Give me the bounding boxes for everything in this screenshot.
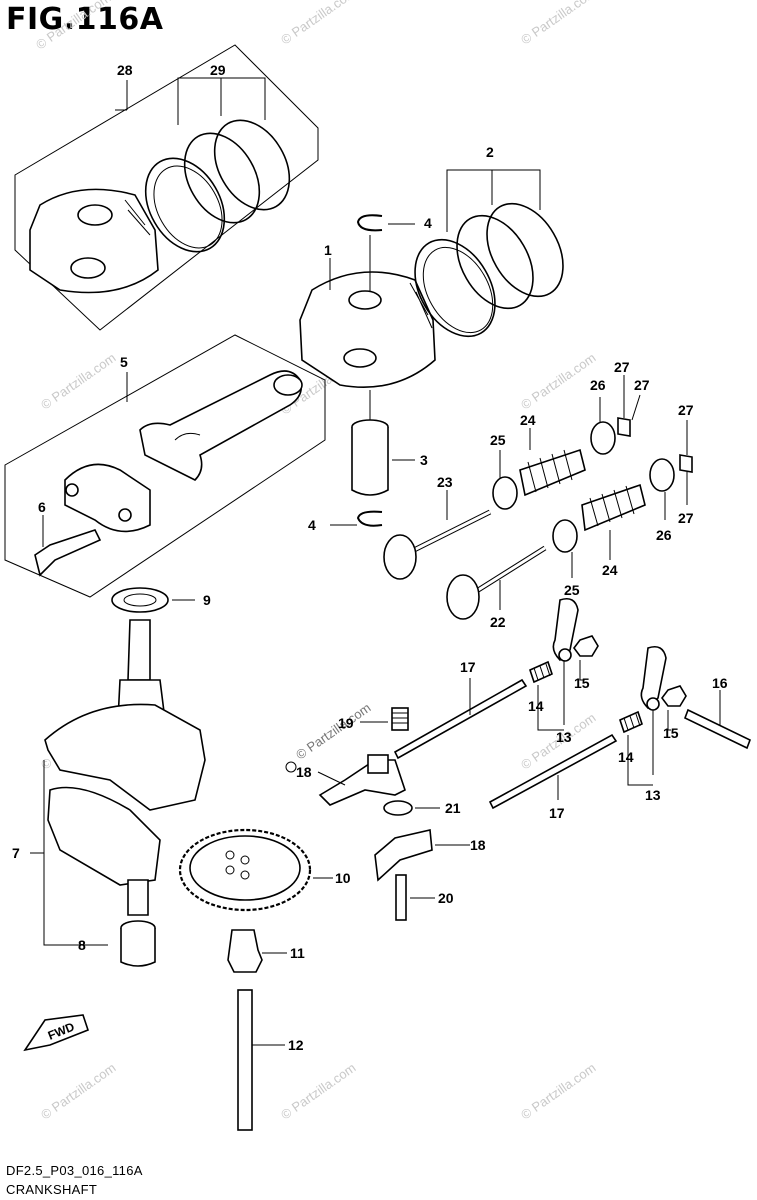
valve-spring-seat-lower: [552, 519, 578, 578]
svg-text:20: 20: [438, 890, 454, 906]
svg-text:1: 1: [324, 242, 332, 258]
svg-text:© Partzilla.com: © Partzilla.com: [518, 0, 598, 47]
svg-text:26: 26: [590, 377, 606, 393]
svg-text:27: 27: [614, 359, 630, 375]
svg-text:18: 18: [296, 764, 312, 780]
lifter-shaft: [395, 874, 435, 921]
svg-text:4: 4: [308, 517, 316, 533]
svg-text:18: 18: [470, 837, 486, 853]
rocker-arm-lower: [640, 645, 667, 775]
connecting-rod-box: [4, 334, 326, 598]
lifter-washer: [383, 800, 440, 816]
connecting-rod-bolt: [34, 515, 102, 577]
valve-lifter-upper: [285, 754, 406, 806]
camshaft-gear: [178, 828, 333, 912]
svg-text:10: 10: [335, 870, 351, 886]
pushrod-upper: [393, 678, 528, 760]
rocker-arm-upper: [552, 597, 579, 725]
valve-spring-retainer-top: [590, 397, 616, 455]
valve-cotters-top: [617, 375, 641, 437]
svg-text:27: 27: [634, 377, 650, 393]
svg-text:23: 23: [437, 474, 453, 490]
svg-text:17: 17: [549, 805, 565, 821]
piston-pin: [351, 419, 415, 496]
valve-lifter-lower: [374, 829, 470, 882]
svg-text:12: 12: [288, 1037, 304, 1053]
svg-text:22: 22: [490, 614, 506, 630]
rocker-shaft-pin: [683, 690, 752, 750]
svg-text:28: 28: [117, 62, 133, 78]
svg-text:8: 8: [78, 937, 86, 953]
piston: [299, 235, 436, 420]
svg-text:4: 4: [424, 215, 432, 231]
svg-text:© Partzilla.com: © Partzilla.com: [33, 0, 113, 52]
forward-arrow-icon: FWD: [23, 1014, 89, 1052]
valve-cotters-lower: [679, 420, 693, 505]
svg-text:21: 21: [445, 800, 461, 816]
rocker-spring-lower: [619, 710, 653, 786]
rocker-adjust-nut-upper: [573, 635, 599, 681]
svg-text:© Partzilla.com: © Partzilla.com: [38, 1060, 118, 1123]
valve-upper: [383, 490, 492, 580]
drawing-code: DF2.5_P03_016_116A: [6, 1163, 143, 1178]
valve-spring-seat-upper: [492, 450, 518, 510]
piston-kit-piston: [29, 188, 159, 294]
connecting-rod: [64, 370, 303, 533]
svg-text:9: 9: [203, 592, 211, 608]
svg-text:© Partzilla.com: © Partzilla.com: [293, 700, 373, 763]
svg-text:© Partzilla.com: © Partzilla.com: [518, 350, 598, 413]
svg-text:27: 27: [678, 510, 694, 526]
svg-text:24: 24: [602, 562, 618, 578]
piston-kit-rings: [144, 77, 291, 253]
svg-text:© Partzilla.com: © Partzilla.com: [518, 1060, 598, 1123]
valve-spring-upper: [519, 428, 586, 497]
oil-seal: [111, 587, 195, 613]
svg-text:© Partzilla.com: © Partzilla.com: [278, 1060, 358, 1123]
svg-text:11: 11: [290, 945, 305, 961]
svg-text:25: 25: [490, 432, 506, 448]
svg-text:16: 16: [712, 675, 728, 691]
svg-text:14: 14: [618, 749, 634, 765]
svg-text:25: 25: [564, 582, 580, 598]
svg-text:13: 13: [556, 729, 572, 745]
svg-text:15: 15: [663, 725, 679, 741]
piston-rings: [414, 169, 564, 338]
valve-spring-lower: [581, 483, 646, 560]
svg-text:17: 17: [460, 659, 476, 675]
rocker-adjust-nut-lower: [661, 685, 687, 731]
crankshaft: [30, 619, 206, 946]
lifter-spring: [360, 707, 409, 731]
svg-text:24: 24: [520, 412, 536, 428]
svg-text:2: 2: [486, 144, 494, 160]
pushrod-lower: [488, 733, 618, 810]
svg-text:3: 3: [420, 452, 428, 468]
svg-text:6: 6: [38, 499, 46, 515]
svg-text:27: 27: [678, 402, 694, 418]
svg-text:14: 14: [528, 698, 544, 714]
piston-pin-circlips: [330, 214, 415, 527]
svg-text:© Partzilla.com: © Partzilla.com: [278, 0, 358, 47]
crankshaft-bearing: [120, 920, 156, 967]
svg-text:29: 29: [210, 62, 226, 78]
figure-title: FIG.116A: [6, 2, 164, 37]
svg-text:7: 7: [12, 845, 20, 861]
camshaft: [227, 929, 287, 973]
watermarks: © Partzilla.com © Partzilla.com © Partzi…: [33, 0, 598, 1122]
svg-text:19: 19: [338, 715, 354, 731]
callout-labels: 28 29 2 4 1 5 3 4 6 27 27 26 24 25 23 27…: [12, 62, 728, 1053]
svg-text:© Partzilla.com: © Partzilla.com: [38, 350, 118, 413]
svg-text:15: 15: [574, 675, 590, 691]
valve-spring-retainer-lower: [649, 458, 675, 520]
rocker-spring-upper: [529, 660, 564, 731]
section-name: CRANKSHAFT: [6, 1182, 98, 1197]
camshaft-pin: [237, 989, 285, 1131]
svg-text:26: 26: [656, 527, 672, 543]
valve-lower: [446, 545, 547, 620]
piston-kit-box: [14, 44, 319, 331]
svg-text:5: 5: [120, 354, 128, 370]
svg-text:13: 13: [645, 787, 661, 803]
